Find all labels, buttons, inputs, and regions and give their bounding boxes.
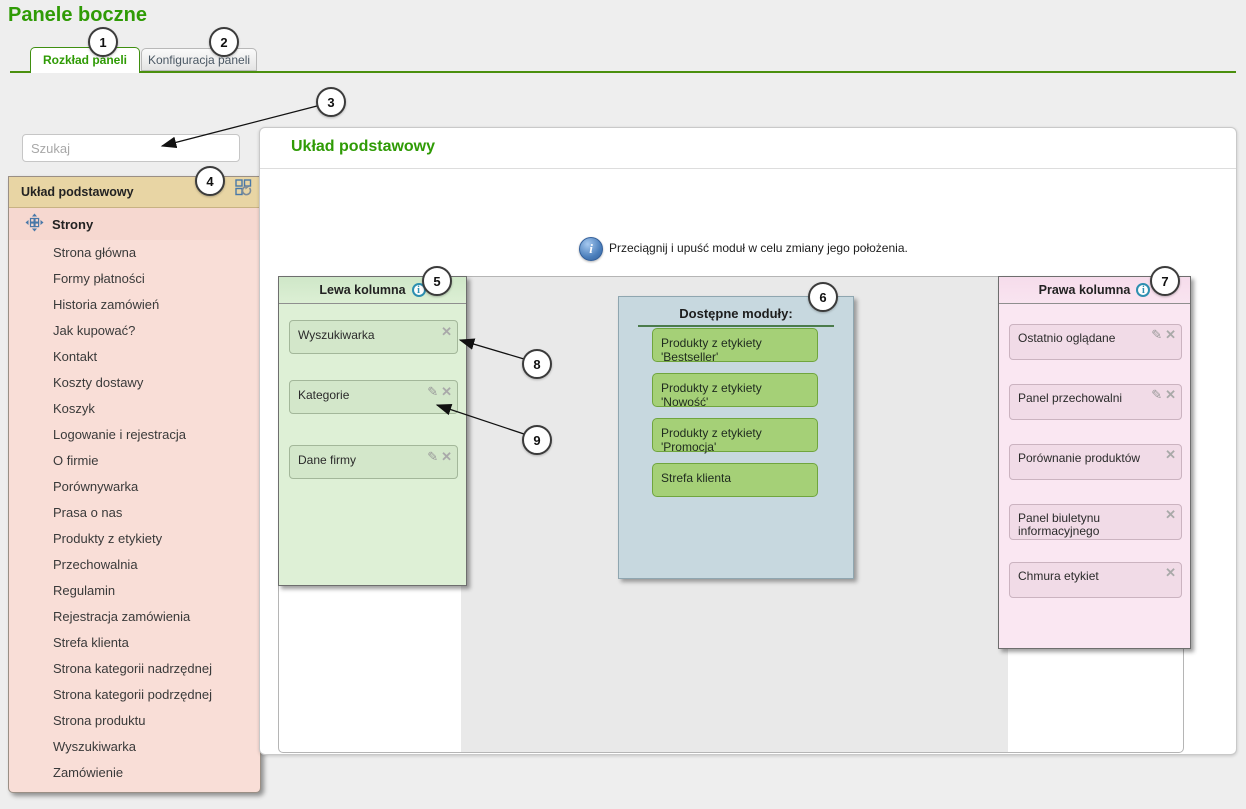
remove-x-icon[interactable]: ✕ <box>441 384 452 399</box>
remove-x-icon[interactable]: ✕ <box>1165 387 1176 402</box>
right-column-panel: Prawa kolumna i Ostatnio oglądane✎✕Panel… <box>998 276 1191 649</box>
tabs-underline <box>10 71 1236 73</box>
sidebar-page-o-firmie[interactable]: O firmie <box>53 453 99 468</box>
sidebar-page-formy-płatności[interactable]: Formy płatności <box>53 271 145 286</box>
sidebar-page-logowanie-i-rejestracja[interactable]: Logowanie i rejestracja <box>53 427 186 442</box>
module-chmura-etykiet[interactable]: Chmura etykiet ✕ <box>1009 562 1182 598</box>
sidebar-page-koszty-dostawy[interactable]: Koszty dostawy <box>53 375 144 390</box>
callout-7: 7 <box>1150 266 1180 296</box>
callout-1: 1 <box>88 27 118 57</box>
sidebar-page-strona-kategorii-nadrzędnej[interactable]: Strona kategorii nadrzędnej <box>53 661 212 676</box>
sidebar-page-kontakt[interactable]: Kontakt <box>53 349 98 364</box>
callout-4: 4 <box>195 166 225 196</box>
available-modules-panel: Dostępne moduły: Produkty z etykiety 'Be… <box>618 296 854 579</box>
callout-2: 2 <box>209 27 239 57</box>
sidebar-page-strona-główna[interactable]: Strona główna <box>53 245 137 260</box>
sidebar-page-zamówienie[interactable]: Zamówienie <box>53 765 124 780</box>
edit-pencil-icon[interactable]: ✎ <box>1151 387 1163 402</box>
sidebar-page-strefa-klienta[interactable]: Strefa klienta <box>53 635 129 650</box>
module-label: Strefa klienta <box>661 471 732 485</box>
module-label: Chmura etykiet <box>1018 569 1099 583</box>
left-column-title: Lewa kolumna <box>319 283 406 297</box>
module-label: Panel przechowalni <box>1018 391 1123 405</box>
sidebar-page-rejestracja-zamówienia[interactable]: Rejestracja zamówienia <box>53 609 191 624</box>
module-panel-biuletynu-informacyjnego[interactable]: Panel biuletynu informacyjnego ✕ <box>1009 504 1182 540</box>
module-label: Ostatnio oglądane <box>1018 331 1116 345</box>
module-label: Porównanie produktów <box>1018 451 1141 465</box>
module-label: Produkty z etykiety 'Bestseller' <box>661 336 762 364</box>
sidebar-page-jak-kupować[interactable]: Jak kupować? <box>53 323 136 338</box>
available-modules-title: Dostępne moduły: <box>679 306 793 321</box>
drag-drop-hint: Przeciągnij i upuść moduł w celu zmiany … <box>609 241 908 255</box>
callout-5: 5 <box>422 266 452 296</box>
module-strefa-klienta[interactable]: Strefa klienta <box>652 463 818 497</box>
callout-9: 9 <box>522 425 552 455</box>
page-title: Panele boczne <box>8 4 147 26</box>
module-kategorie[interactable]: Kategorie ✎✕ <box>289 380 458 414</box>
remove-x-icon[interactable]: ✕ <box>441 324 452 339</box>
sidebar-page-historia-zamówień[interactable]: Historia zamówień <box>53 297 160 312</box>
module-panel-przechowalni[interactable]: Panel przechowalni ✎✕ <box>1009 384 1182 420</box>
sidebar-root-label: Strony <box>52 216 94 232</box>
sidebar-page-przechowalnia[interactable]: Przechowalnia <box>53 557 138 572</box>
module-dane-firmy[interactable]: Dane firmy ✎✕ <box>289 445 458 479</box>
remove-x-icon[interactable]: ✕ <box>1165 447 1176 462</box>
module-ostatnio-oglądane[interactable]: Ostatnio oglądane ✎✕ <box>1009 324 1182 360</box>
sidebar-panel: Układ podstawowy <box>8 176 261 793</box>
heading-divider <box>260 168 1236 169</box>
sidebar-page-koszyk[interactable]: Koszyk <box>53 401 95 416</box>
edit-pencil-icon[interactable]: ✎ <box>427 384 439 399</box>
module-produkty-z-etykiety-bestseller[interactable]: Produkty z etykiety 'Bestseller' <box>652 328 818 364</box>
info-icon: i <box>579 237 603 261</box>
tab-rozklad-paneli[interactable]: Rozkład paneli <box>30 47 140 73</box>
move-icon <box>25 213 44 235</box>
module-label: Wyszukiwarka <box>298 328 375 342</box>
callout-8: 8 <box>522 349 552 379</box>
module-label: Panel biuletynu informacyjnego <box>1018 511 1101 538</box>
remove-x-icon[interactable]: ✕ <box>1165 327 1176 342</box>
edit-pencil-icon[interactable]: ✎ <box>427 449 439 464</box>
sidebar-page-prasa-o-nas[interactable]: Prasa o nas <box>53 505 123 520</box>
sidebar-page-strona-produktu[interactable]: Strona produktu <box>53 713 146 728</box>
module-label: Produkty z etykiety 'Nowość' <box>661 381 762 409</box>
sidebar-page-produkty-z-etykiety[interactable]: Produkty z etykiety <box>53 531 163 546</box>
module-wyszukiwarka[interactable]: Wyszukiwarka ✕ <box>289 320 458 354</box>
remove-x-icon[interactable]: ✕ <box>441 449 452 464</box>
available-modules-underline <box>638 325 834 327</box>
module-porównanie-produktów[interactable]: Porównanie produktów ✕ <box>1009 444 1182 480</box>
main-panel: Układ podstawowy i Przeciągnij i upuść m… <box>259 127 1237 755</box>
sidebar-item-strony[interactable]: Strony <box>9 208 260 240</box>
sidebar-page-regulamin[interactable]: Regulamin <box>53 583 116 598</box>
module-label: Kategorie <box>298 388 350 402</box>
remove-x-icon[interactable]: ✕ <box>1165 507 1176 522</box>
search-input[interactable] <box>22 134 240 162</box>
sidebar-page-strona-kategorii-podrzędnej[interactable]: Strona kategorii podrzędnej <box>53 687 212 702</box>
layout-refresh-icon[interactable] <box>235 177 252 207</box>
tab-konfiguracja-paneli[interactable]: Konfiguracja paneli <box>141 48 257 71</box>
edit-pencil-icon[interactable]: ✎ <box>1151 327 1163 342</box>
callout-6: 6 <box>808 282 838 312</box>
sidebar-panel-title: Układ podstawowy <box>21 185 134 199</box>
callout-3: 3 <box>316 87 346 117</box>
sidebar-page-wyszukiwarka[interactable]: Wyszukiwarka <box>53 739 136 754</box>
right-column-title: Prawa kolumna <box>1038 283 1131 297</box>
info-circle-icon[interactable]: i <box>1136 283 1151 297</box>
main-heading: Układ podstawowy <box>291 138 436 155</box>
module-produkty-z-etykiety-promocja[interactable]: Produkty z etykiety 'Promocja' <box>652 418 818 454</box>
module-produkty-z-etykiety-nowość[interactable]: Produkty z etykiety 'Nowość' <box>652 373 818 409</box>
module-label: Produkty z etykiety 'Promocja' <box>661 426 762 454</box>
sidebar-page-porównywarka[interactable]: Porównywarka <box>53 479 139 494</box>
module-label: Dane firmy <box>298 453 357 467</box>
remove-x-icon[interactable]: ✕ <box>1165 565 1176 580</box>
left-column-panel: Lewa kolumna i Wyszukiwarka✕Kategorie✎✕D… <box>278 276 467 586</box>
